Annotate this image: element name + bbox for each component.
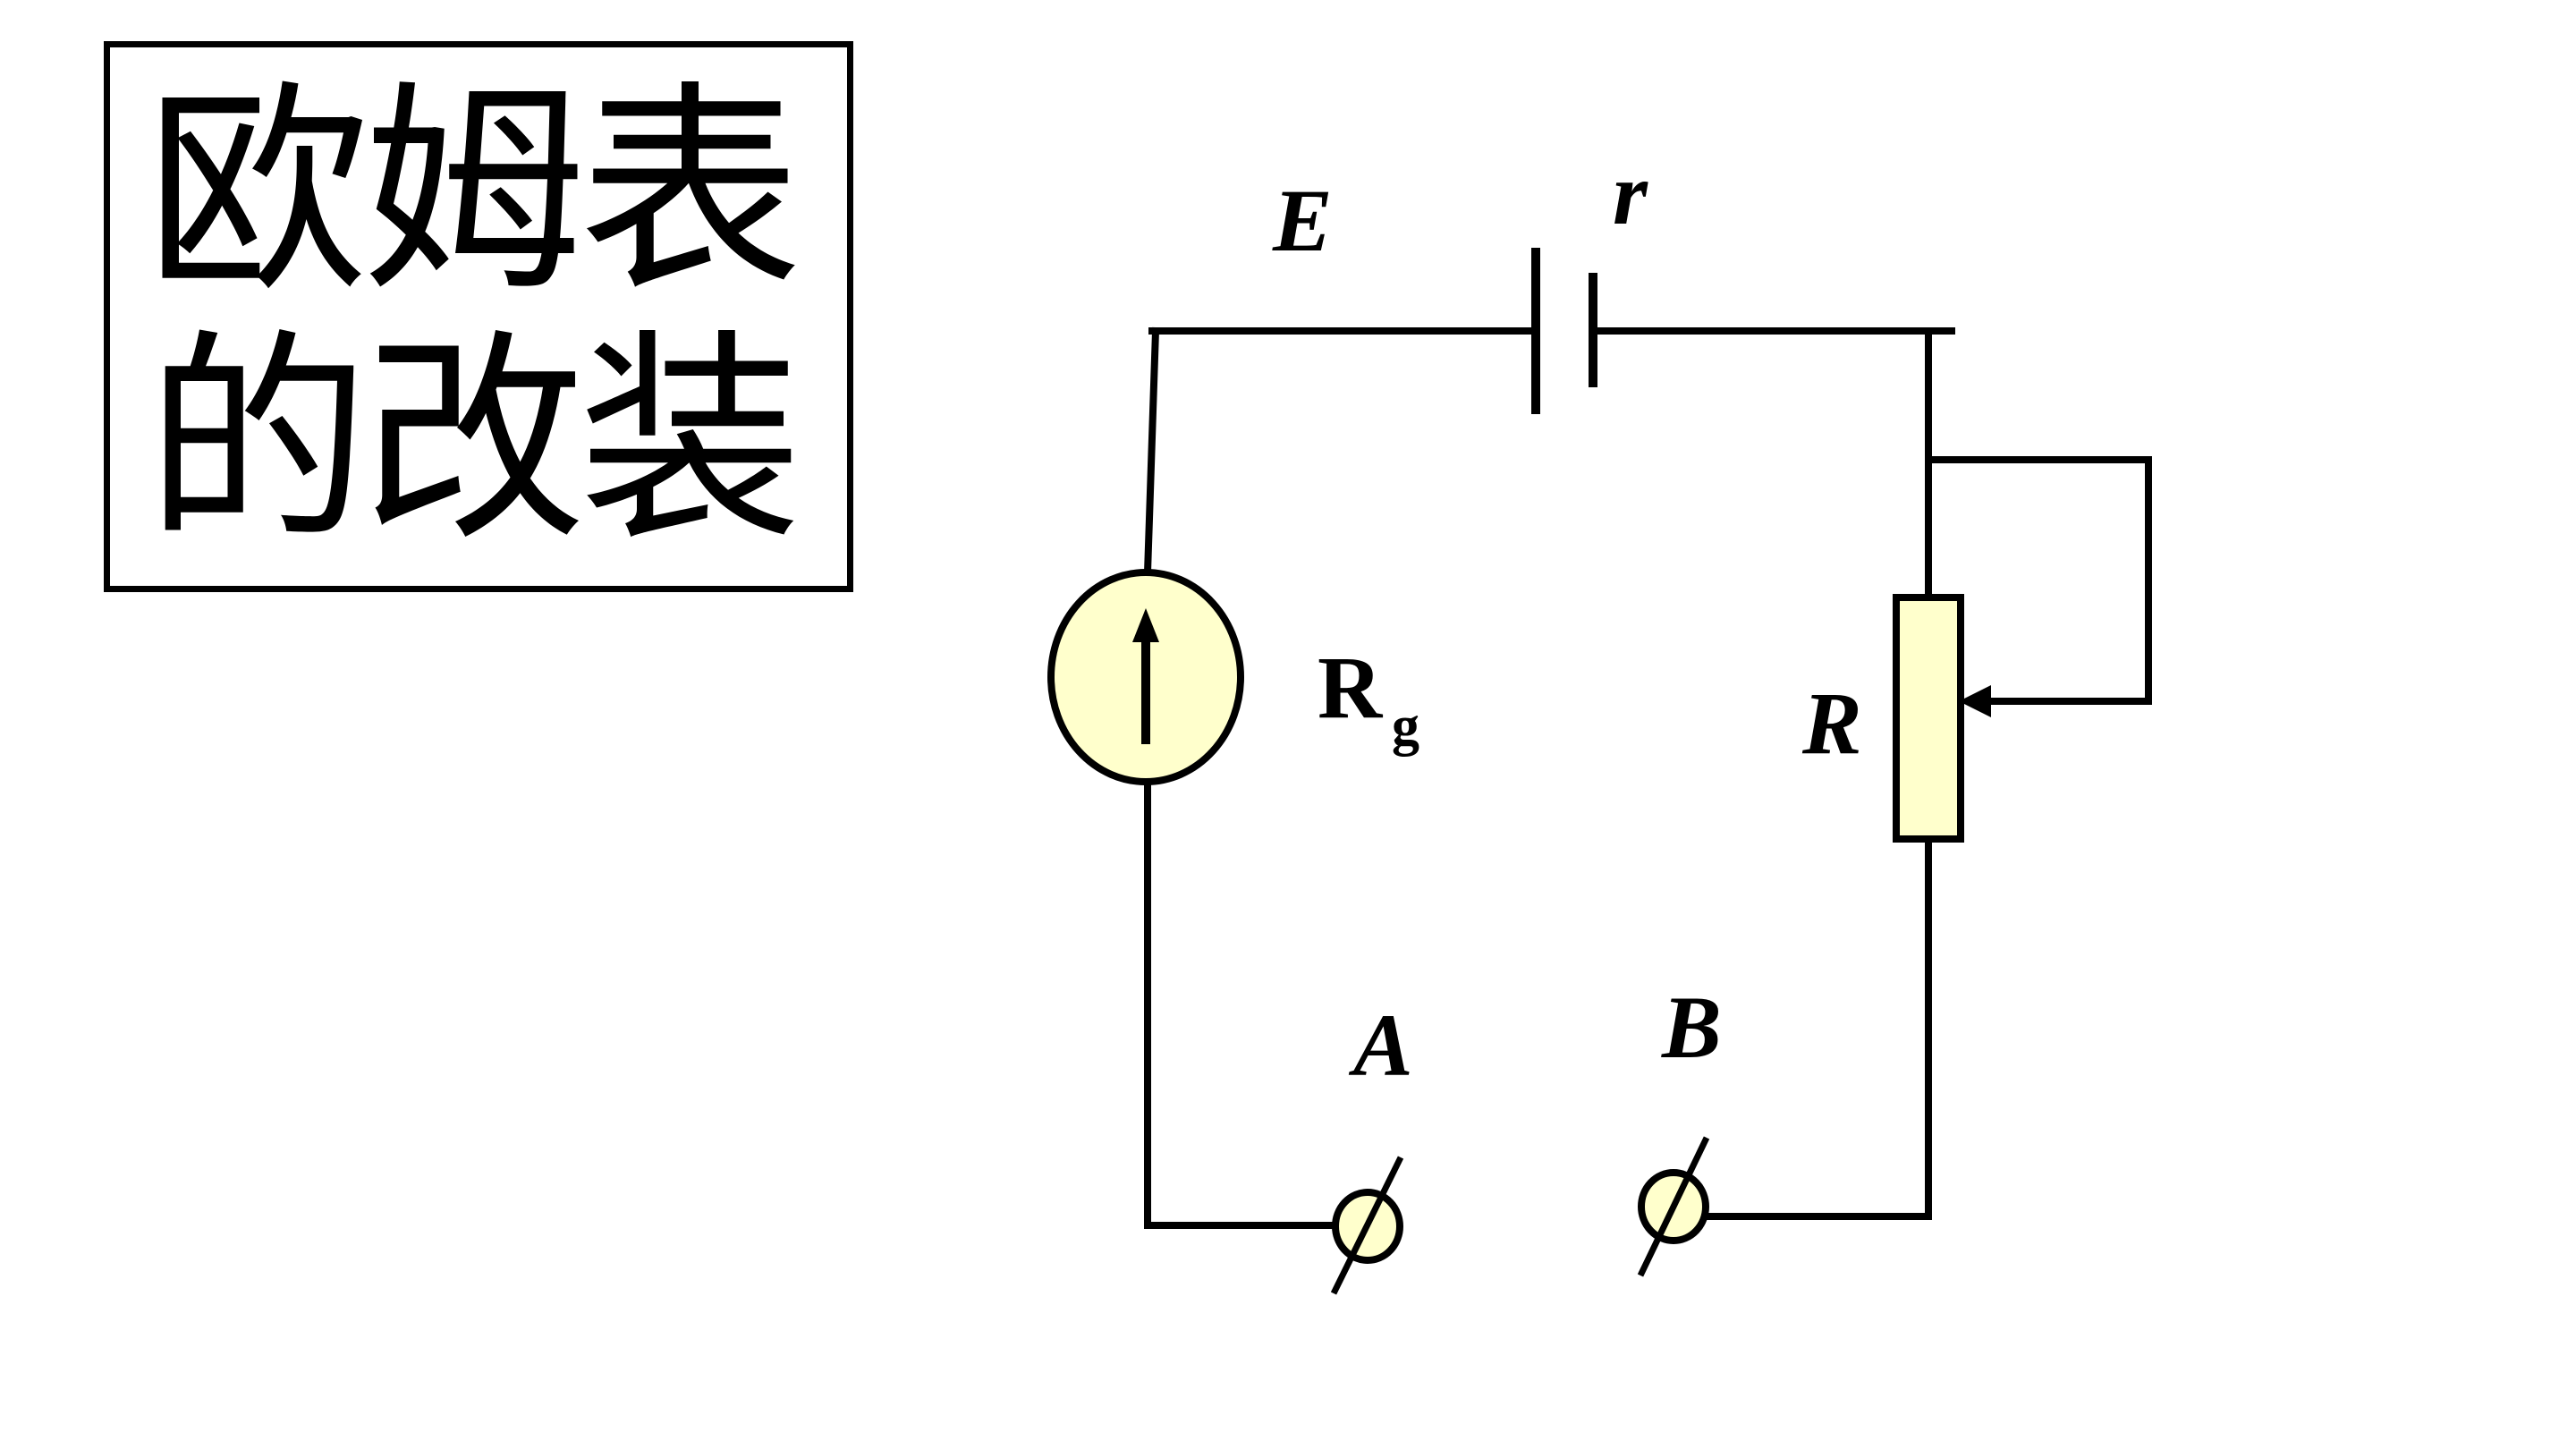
title-line-1: 欧姆表 — [146, 62, 802, 322]
label-terminal-b: B — [1661, 978, 1722, 1077]
terminal-a-slash — [1330, 1156, 1404, 1295]
galvanometer-arrow-icon — [1132, 608, 1159, 642]
label-internal-resistance: r — [1613, 144, 1648, 243]
rheostat-body — [1893, 594, 1964, 843]
title-box: 欧姆表 的改装 — [104, 41, 853, 592]
label-terminal-a: A — [1348, 996, 1413, 1095]
label-emf: E — [1272, 171, 1333, 270]
title-line-2: 的改装 — [146, 310, 802, 571]
terminal-b-slash — [1637, 1136, 1710, 1277]
label-rheostat: R — [1801, 674, 1862, 773]
wire-left-upper — [1143, 326, 1160, 577]
slider-arrow-icon — [1959, 685, 1991, 717]
label-galvanometer-r: R — [1318, 638, 1384, 737]
label-galvanometer-sub: g — [1392, 696, 1419, 757]
